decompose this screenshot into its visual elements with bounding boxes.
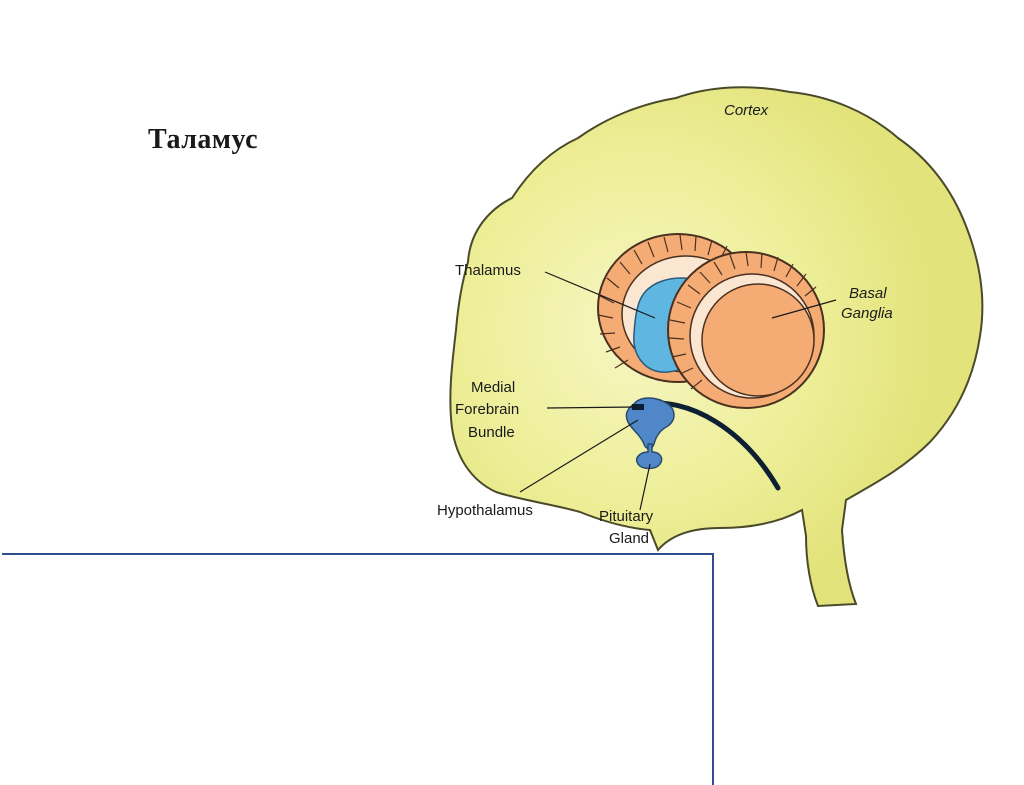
label-thalamus: Thalamus [455,262,521,279]
text-placeholder-box[interactable] [2,553,714,785]
label-bundle: Bundle [468,424,515,441]
leader-lines [519,271,837,511]
label-pituitary: Pituitary [599,508,654,525]
label-gland: Gland [609,530,649,547]
label-ganglia: Ganglia [841,305,893,322]
slide: Таламус [2,86,984,785]
label-basal: Basal [849,285,887,302]
label-hypothalamus: Hypothalamus [437,502,533,519]
pituitary-shape [636,443,663,470]
label-cortex: Cortex [724,102,769,119]
label-forebrain: Forebrain [455,401,519,418]
slide-title: Таламус [148,124,259,155]
medial-forebrain-bundle-mark [632,404,644,410]
brain-diagram: Cortex Thalamus Basal Ganglia Medial For… [437,86,984,608]
hypothalamus-shape [625,397,675,450]
basal-ganglia-front [667,251,825,409]
label-medial: Medial [471,379,515,396]
